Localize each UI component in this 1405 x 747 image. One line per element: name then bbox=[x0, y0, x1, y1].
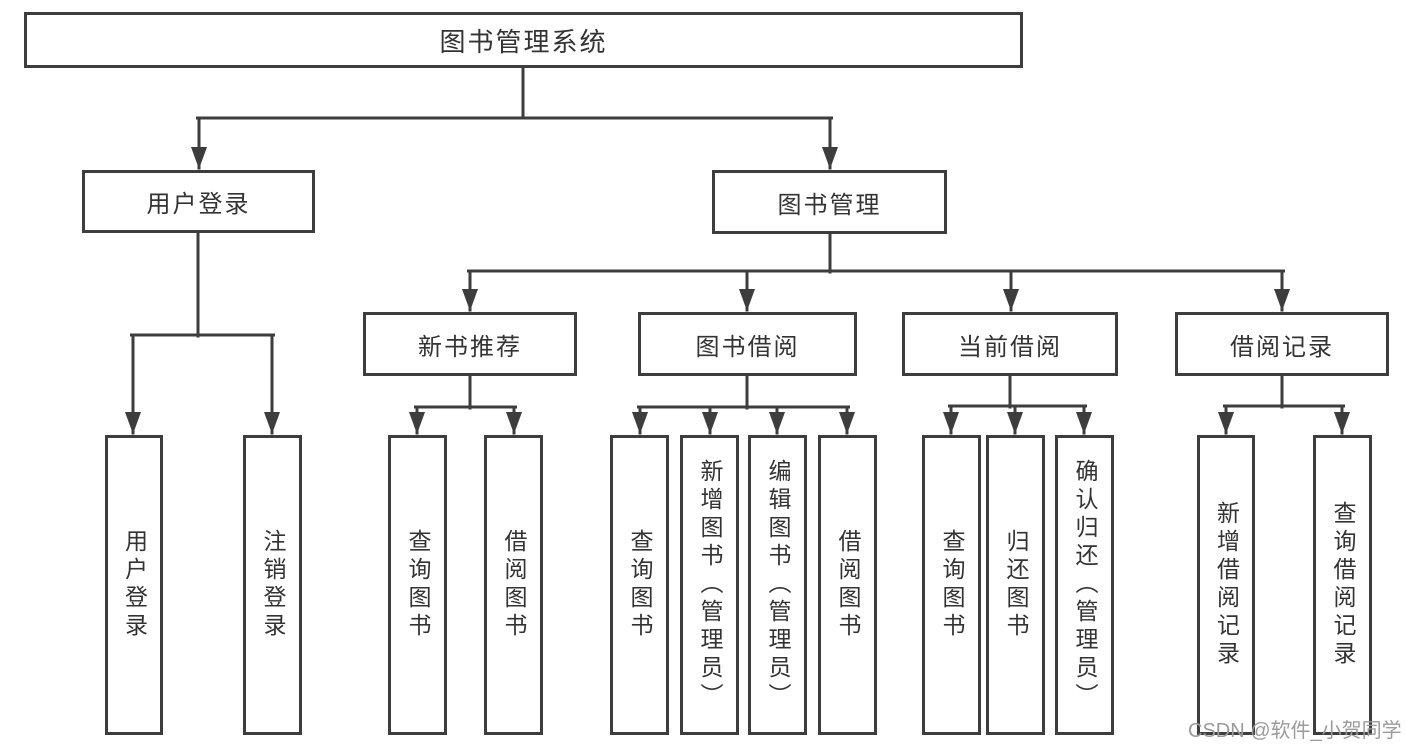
node-leaf-logout: 注销登录 bbox=[243, 435, 302, 735]
node-leaf-add-loan-record: 新增借阅记录 bbox=[1197, 435, 1255, 735]
node-leaf-borrow-books-recommend: 借阅图书 bbox=[484, 435, 543, 735]
node-root-library-system: 图书管理系统 bbox=[24, 12, 1023, 68]
connector-group-book-mgmt bbox=[462, 230, 1290, 312]
node-leaf-edit-books-admin: 编辑图书（管理员） bbox=[748, 435, 807, 735]
node-leaf-confirm-return-admin: 确认归还（管理员） bbox=[1055, 435, 1114, 735]
node-label: 确认归还（管理员） bbox=[1072, 459, 1098, 711]
node-label: 查询图书 bbox=[627, 529, 653, 641]
node-user-login-branch: 用户登录 bbox=[82, 170, 315, 233]
node-label: 用户登录 bbox=[121, 529, 148, 641]
node-book-management-branch: 图书管理 bbox=[712, 170, 947, 234]
node-leaf-query-books: 查询图书 bbox=[610, 435, 669, 735]
csdn-watermark: CSDN @软件_小贺同学 bbox=[1188, 720, 1402, 742]
node-label: 借阅记录 bbox=[1230, 333, 1334, 361]
node-label: 借阅图书 bbox=[835, 529, 861, 641]
node-leaf-add-books-admin: 新增图书（管理员） bbox=[680, 435, 739, 735]
node-leaf-borrow-books: 借阅图书 bbox=[818, 435, 877, 735]
connector-group-borrowing bbox=[632, 372, 855, 435]
node-label: 用户登录 bbox=[146, 191, 251, 218]
node-label: 查询图书 bbox=[939, 529, 965, 641]
node-label: 新书推荐 bbox=[418, 333, 522, 361]
node-label: 图书管理系统 bbox=[439, 26, 608, 57]
connector-group-new-books bbox=[409, 372, 522, 435]
node-label: 归还图书 bbox=[1003, 529, 1029, 641]
node-leaf-query-loan-records: 查询借阅记录 bbox=[1313, 435, 1372, 735]
node-label: 当前借阅 bbox=[958, 333, 1062, 361]
node-label: 注销登录 bbox=[260, 529, 286, 641]
node-label: 图书借阅 bbox=[695, 333, 800, 361]
node-label: 新增图书（管理员） bbox=[697, 459, 723, 711]
node-book-borrowing: 图书借阅 bbox=[638, 312, 857, 376]
node-leaf-query-current-books: 查询图书 bbox=[922, 435, 981, 735]
connector-group-root bbox=[191, 64, 838, 170]
node-label: 查询图书 bbox=[405, 529, 431, 641]
node-leaf-query-books-recommend: 查询图书 bbox=[388, 435, 447, 735]
node-label: 编辑图书（管理员） bbox=[765, 459, 791, 711]
connector-group-user-login bbox=[125, 229, 280, 435]
connector-group-current-loans bbox=[943, 372, 1092, 435]
node-label: 图书管理 bbox=[777, 191, 882, 219]
node-label: 新增借阅记录 bbox=[1213, 501, 1240, 669]
node-leaf-return-books: 归还图书 bbox=[986, 435, 1045, 735]
node-label: 借阅图书 bbox=[501, 529, 527, 641]
node-current-loans: 当前借阅 bbox=[902, 312, 1118, 376]
node-loan-records: 借阅记录 bbox=[1175, 312, 1389, 376]
connector-group-loan-records bbox=[1218, 372, 1350, 435]
node-leaf-user-login: 用户登录 bbox=[105, 435, 163, 735]
node-label: 查询借阅记录 bbox=[1330, 501, 1356, 669]
node-new-book-recommend: 新书推荐 bbox=[363, 312, 577, 376]
